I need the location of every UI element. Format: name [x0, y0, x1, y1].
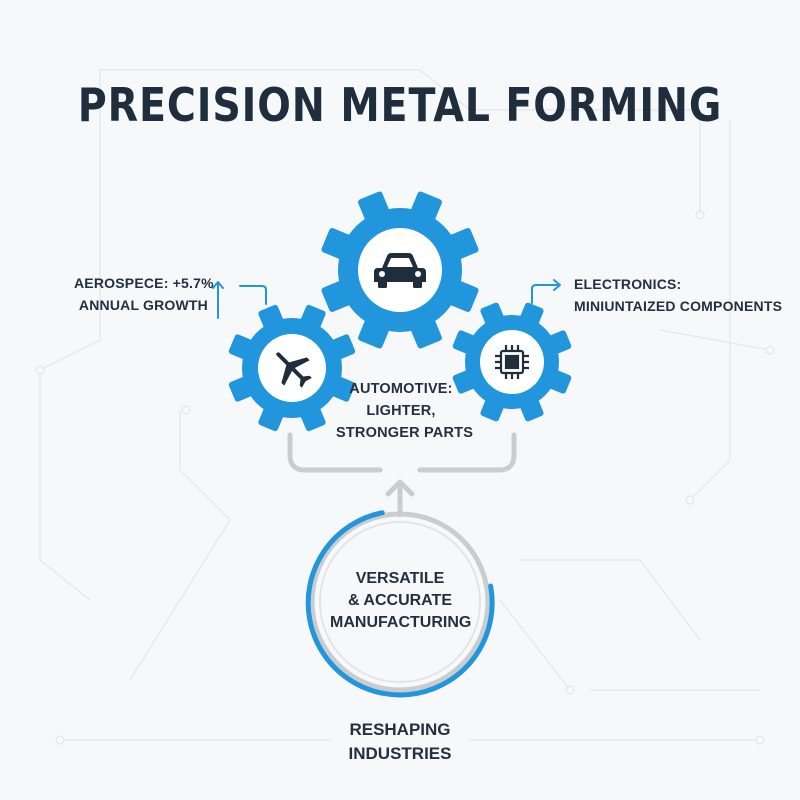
center-ring-accent — [305, 510, 495, 698]
electronics-label: ELECTRONICS: MINIUNTAIZED COMPONENTS — [574, 275, 782, 316]
connector-left — [287, 432, 383, 473]
footer-text-line2: INDUSTRIES — [348, 744, 452, 763]
automotive-label: AUTOMOTIVE: LIGHTER, STRONGER PARTS — [336, 378, 474, 444]
microchip-icon — [495, 345, 529, 379]
gear-electronics — [448, 298, 576, 426]
center-text-line1: VERSATILE — [355, 570, 445, 587]
automotive-label-line3: STRONGER PARTS — [336, 425, 474, 441]
electronics-label-line1: ELECTRONICS: — [574, 276, 682, 292]
aerospace-up-arrow — [212, 281, 224, 319]
gear-automotive — [316, 186, 484, 354]
automotive-label-line1: AUTOMOTIVE: — [349, 381, 453, 397]
connector-right — [417, 432, 517, 473]
automotive-label-line2: LIGHTER, — [366, 403, 436, 419]
aerospace-label-line1: AEROSPECE: +5.7% — [74, 275, 214, 291]
footer-text: RESHAPING INDUSTRIES — [320, 718, 480, 766]
footer-text-line1: RESHAPING — [349, 720, 451, 739]
electronics-bracket — [531, 279, 561, 304]
aerospace-bracket — [239, 285, 267, 305]
aerospace-label: AEROSPECE: +5.7% ANNUAL GROWTH — [74, 274, 214, 315]
connector-arrow — [385, 479, 415, 518]
center-text-line3: MANUFACTURING — [330, 614, 472, 631]
airplane-icon — [276, 352, 312, 388]
center-text: VERSATILE & ACCURATE MANUFACTURING — [330, 568, 472, 634]
center-ring-outer — [309, 511, 491, 693]
gear-aerospace — [224, 300, 360, 436]
aerospace-label-line2: ANNUAL GROWTH — [78, 297, 208, 313]
car-icon — [374, 253, 426, 288]
electronics-label-line2: MINIUNTAIZED COMPONENTS — [574, 298, 783, 314]
page-title: PRECISION METAL FORMING — [77, 78, 723, 132]
center-text-line2: & ACCURATE — [348, 592, 452, 609]
